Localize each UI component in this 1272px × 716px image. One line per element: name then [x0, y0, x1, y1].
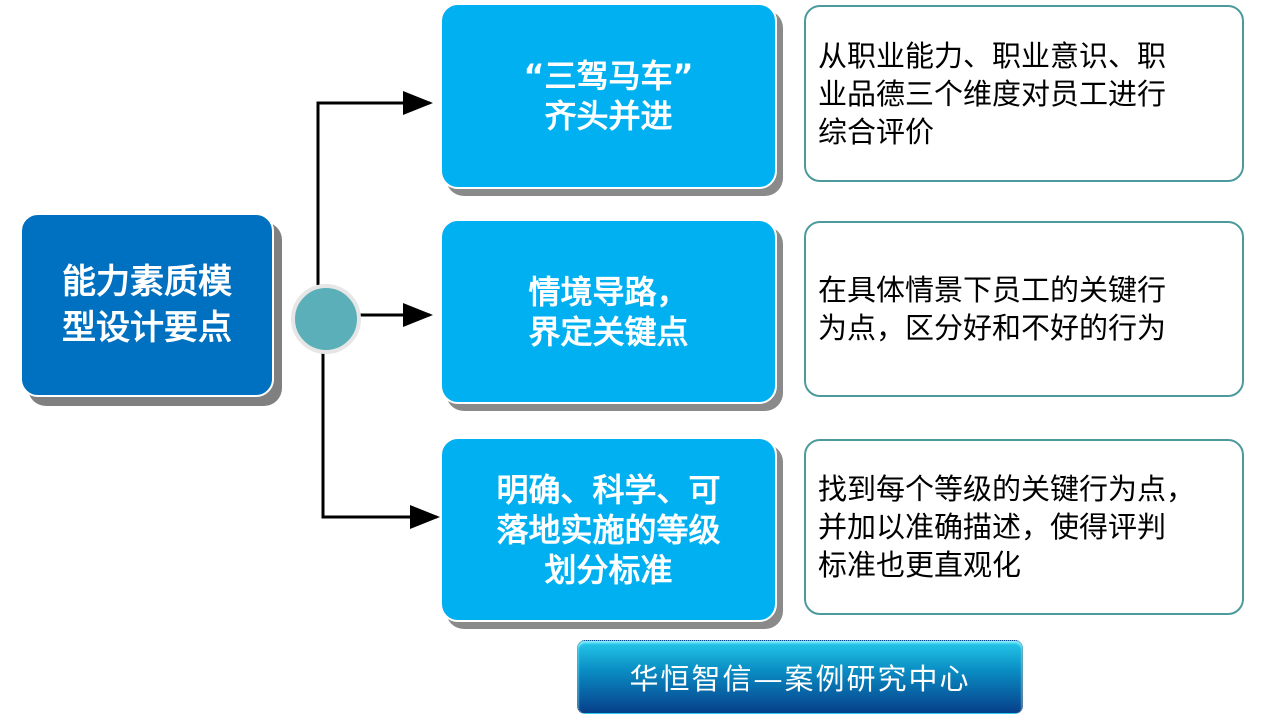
point-1-description: 从职业能力、职业意识、职 业品德三个维度对员工进行 综合评价: [818, 38, 1167, 149]
point-2-box: 情境导路， 界定关键点: [440, 219, 777, 404]
point-1-box: “三驾马车” 齐头并进: [440, 3, 777, 189]
point-1-title: “三驾马车” 齐头并进: [523, 57, 694, 135]
point-3-description: 找到每个等级的关键行为点， 并加以准确描述，使得评判 标准也更直观化: [818, 472, 1196, 582]
point-2-description-box: 在具体情景下员工的关键行 为点，区分好和不好的行为: [804, 221, 1244, 397]
arrow-to-point-3: [321, 348, 440, 529]
point-3-box: 明确、科学、可 落地实施的等级 划分标准: [440, 437, 777, 622]
point-2-description: 在具体情景下员工的关键行 为点，区分好和不好的行为: [818, 273, 1167, 345]
footer-banner: 华恒智信—案例研究中心: [577, 640, 1023, 714]
point-3-title: 明确、科学、可 落地实施的等级 划分标准: [496, 470, 721, 589]
arrow-to-point-1: [316, 91, 433, 285]
root-label: 能力素质模 型设计要点: [62, 262, 232, 348]
hub-circle: [291, 284, 361, 354]
point-1-description-box: 从职业能力、职业意识、职 业品德三个维度对员工进行 综合评价: [804, 5, 1244, 182]
point-3-description-box: 找到每个等级的关键行为点， 并加以准确描述，使得评判 标准也更直观化: [804, 439, 1244, 615]
banner-label: 华恒智信—案例研究中心: [629, 662, 971, 696]
point-2-title: 情境导路， 界定关键点: [528, 272, 689, 351]
root-node: 能力素质模 型设计要点: [20, 213, 274, 397]
